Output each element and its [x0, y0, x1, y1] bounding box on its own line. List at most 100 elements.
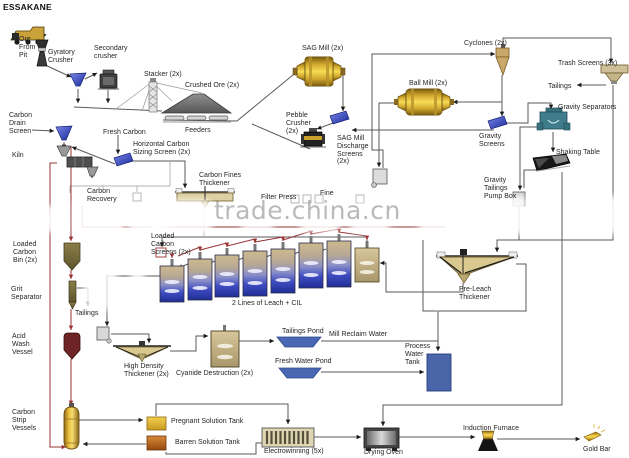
carbon-drain-screen-icon [55, 125, 73, 141]
label-process-water-tank: Process Water Tank [405, 343, 431, 366]
label-fine: Fine [320, 190, 334, 197]
label-stacker: Stacker (2x) [144, 71, 182, 78]
blur-artifact [84, 246, 97, 310]
label-carbon-drain-screen: Carbon Drain Screen [9, 112, 32, 135]
blur-artifact [300, 206, 340, 232]
drying-oven-icon [363, 427, 400, 451]
label-tailings-pond: Tailings Pond [282, 328, 324, 335]
leach-tank [187, 252, 213, 301]
label-cyclones: Cyclones (2x) [464, 40, 507, 47]
label-barren-solution-tank: Barren Solution Tank [175, 439, 240, 446]
stacker-icon [148, 78, 158, 113]
label-carbon-recovery: Carbon Recovery [87, 188, 117, 203]
cyclones-icon [495, 44, 510, 77]
shaking-table-icon [532, 153, 571, 172]
electrowinning-icon [261, 427, 315, 448]
carbon-strip-vessel-icon [63, 403, 80, 450]
label-kiln: Kiln [12, 152, 24, 159]
label-crushed-ore: Crushed Ore (2x) [185, 82, 240, 89]
pregnant-solution-tank-icon [146, 416, 167, 431]
label-acid-wash-vessel: Acid Wash Vessel [12, 333, 33, 356]
label-loaded-carbon-screens: Loaded Carbon Screens (2x) [151, 233, 191, 256]
fresh-water-pond-icon [278, 367, 322, 379]
label-filter-press: Filter Press [261, 194, 297, 201]
label-horizontal-carbon-screen: Horizontal Carbon Sizing Screen (2x) [133, 141, 191, 156]
pebble-crusher-icon [300, 128, 326, 148]
gravity-separators-icon [536, 107, 571, 131]
blur-artifact [350, 204, 390, 232]
label-high-density-thickener: High Density Thickener (2x) [124, 363, 169, 378]
blur-artifact [240, 204, 274, 230]
blur-artifact [74, 200, 124, 234]
label-pebble-crusher: Pebble Crusher (2x) [286, 112, 311, 135]
crusher-discharge-funnel-icon [69, 72, 87, 87]
label-tailings-mid: Tailings [75, 310, 99, 317]
label-tailings-top: Tailings [548, 83, 572, 90]
label-sag-discharge-screens: SAG Mill Discharge Screens (2x) [337, 135, 369, 166]
carbon-recovery-box-icon [132, 192, 142, 202]
induction-furnace-icon [478, 430, 498, 451]
tailings-pump-box-icon [96, 326, 112, 344]
crushed-ore-stockpile-icon [160, 93, 233, 114]
leach-tank [159, 259, 185, 303]
label-mill-reclaim-water: Mill Reclaim Water [329, 331, 388, 338]
filter-press-icon [290, 194, 365, 204]
carbon-treatment-tank [354, 241, 380, 283]
label-electrowinning: Electrowinning (5x) [264, 448, 324, 455]
ball-mill-icon [394, 88, 454, 116]
barren-solution-tank-icon [146, 435, 167, 451]
label-secondary-crusher: Secondary crusher [94, 45, 128, 60]
leach-tank [326, 234, 352, 288]
acid-wash-vessel-icon [63, 332, 81, 360]
label-gold-bar: Gold Bar [583, 446, 611, 453]
label-fresh-water-pond: Fresh Water Pond [275, 358, 332, 365]
trash-screens-icon [600, 64, 629, 84]
label-gravity-tailings-pump-box: Gravity Tailings Pump Box [484, 177, 517, 200]
label-loaded-carbon-bin: Loaded Carbon Bin (2x) [13, 241, 38, 264]
mill-pump-box-icon [371, 168, 388, 188]
pre-leach-thickener-icon [436, 249, 518, 284]
gyratory-crusher-icon [35, 39, 49, 67]
label-drying-oven: Drying Oven [364, 449, 403, 456]
blur-artifact [131, 251, 144, 309]
blur-artifact [582, 196, 620, 234]
blur-artifact [492, 196, 526, 234]
kiln-icon [56, 145, 99, 177]
process-water-tank-icon [426, 353, 452, 392]
blur-artifact [28, 206, 62, 232]
diagram-title: ESSAKANE [3, 2, 52, 12]
label-carbon-strip-vessels: Carbon Strip Vessels [12, 409, 37, 432]
high-density-thickener-icon [113, 341, 171, 363]
label-fresh-carbon: Fresh Carbon [103, 129, 146, 136]
feeders-icon [163, 115, 231, 123]
gravity-screens-icon [487, 115, 508, 130]
label-ball-mill: Ball Mill (2x) [409, 80, 448, 87]
label-feeders: Feeders [185, 127, 211, 134]
label-grit-separator: Grit Separator [11, 286, 42, 301]
label-carbon-fines-thickener: Carbon Fines Thickener [199, 172, 242, 187]
loaded-carbon-screens-icon [155, 247, 167, 258]
leach-tank [298, 236, 324, 289]
blur-artifact [150, 200, 212, 232]
leach-tank [270, 242, 296, 294]
carbon-sizing-screen-icon [113, 152, 134, 167]
sag-mill-icon [292, 56, 346, 87]
grit-separator-icon [68, 280, 77, 310]
tailings-pond-icon [276, 336, 322, 348]
label-gravity-separators: Gravity Separators [558, 104, 617, 111]
gold-bar-icon [583, 424, 606, 442]
label-gravity-screens: Gravity Screens [479, 133, 505, 148]
label-cyanide-destruction: Cyanide Destruction (2x) [176, 370, 254, 377]
cyanide-destruction-tank-icon [210, 325, 240, 368]
label-gyratory-crusher: Gyratory Crusher [48, 49, 75, 64]
label-trash-screens: Trash Screens (3x) [558, 60, 618, 67]
label-pre-leach-thickener: Pre-Leach Thickener [459, 286, 492, 301]
secondary-crusher-icon [98, 69, 119, 90]
label-leach-lines: 2 Lines of Leach + CIL [232, 300, 303, 307]
blur-artifact [104, 249, 117, 311]
label-pregnant-solution-tank: Pregnant Solution Tank [171, 418, 244, 425]
leach-tank-row [159, 234, 380, 303]
blur-artifact [418, 194, 462, 232]
